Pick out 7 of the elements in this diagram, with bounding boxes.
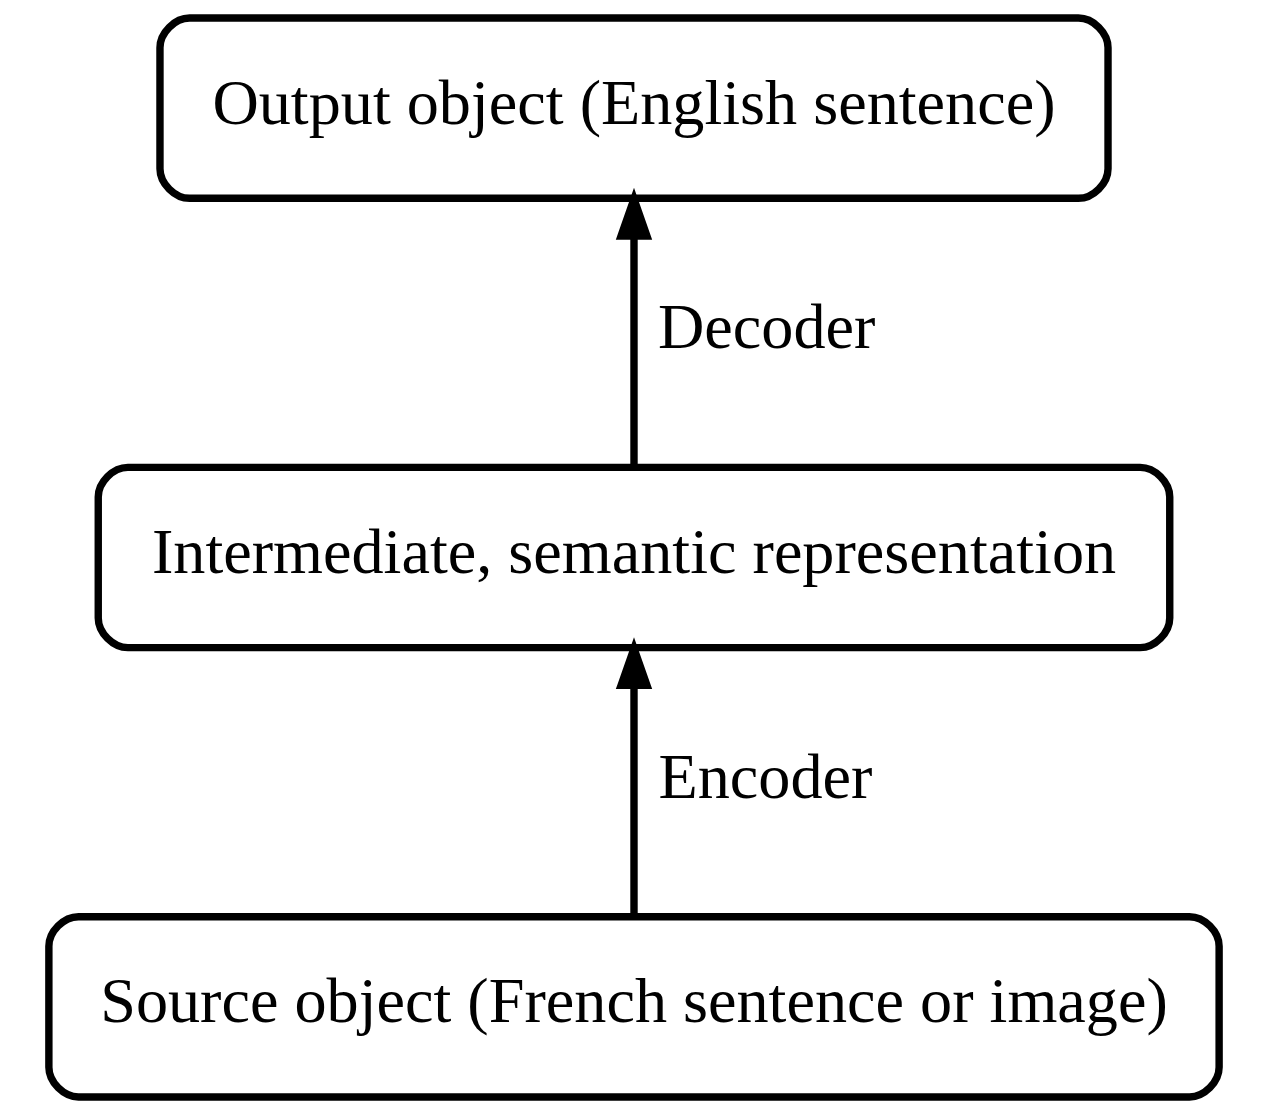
- edge-label: Decoder: [658, 291, 876, 363]
- node-box: Output object (English sentence): [156, 14, 1112, 202]
- node-box: Intermediate, semantic representation: [94, 463, 1174, 652]
- arrow: [615, 187, 653, 468]
- node-box: Source object (French sentence or image): [45, 913, 1223, 1101]
- arrow: [615, 637, 653, 917]
- edge-label: Encoder: [658, 740, 873, 812]
